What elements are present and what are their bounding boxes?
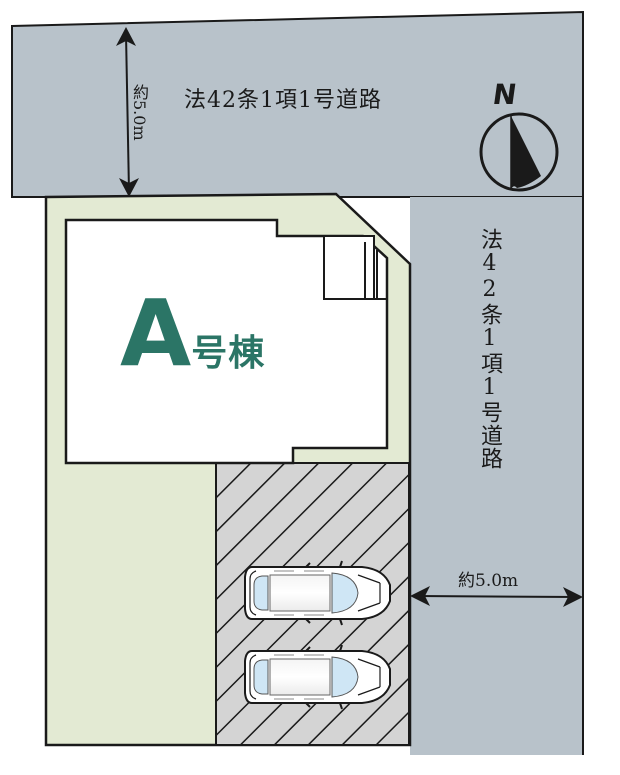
road-top-width-label: 約5.0m [130,84,149,141]
north-label: N [490,78,519,111]
building-label: A 号棟 [120,288,265,380]
road-right-width-label: 約5.0m [458,571,519,591]
building-a-footprint [64,218,389,465]
building-letter: A [120,280,191,387]
car-icon [244,560,391,626]
building-suffix: 号棟 [191,333,266,374]
dimension-arrow-top-road [116,27,139,197]
road-top-label: 法42条1項1号道路 [184,88,382,113]
north-arrow-icon [479,112,559,192]
stair-block [323,235,375,300]
road-right-label: 法42条1項1号道路 [477,228,502,470]
dimension-arrow-right-road [410,586,583,607]
car-icon [244,644,391,710]
road-right [410,12,584,755]
